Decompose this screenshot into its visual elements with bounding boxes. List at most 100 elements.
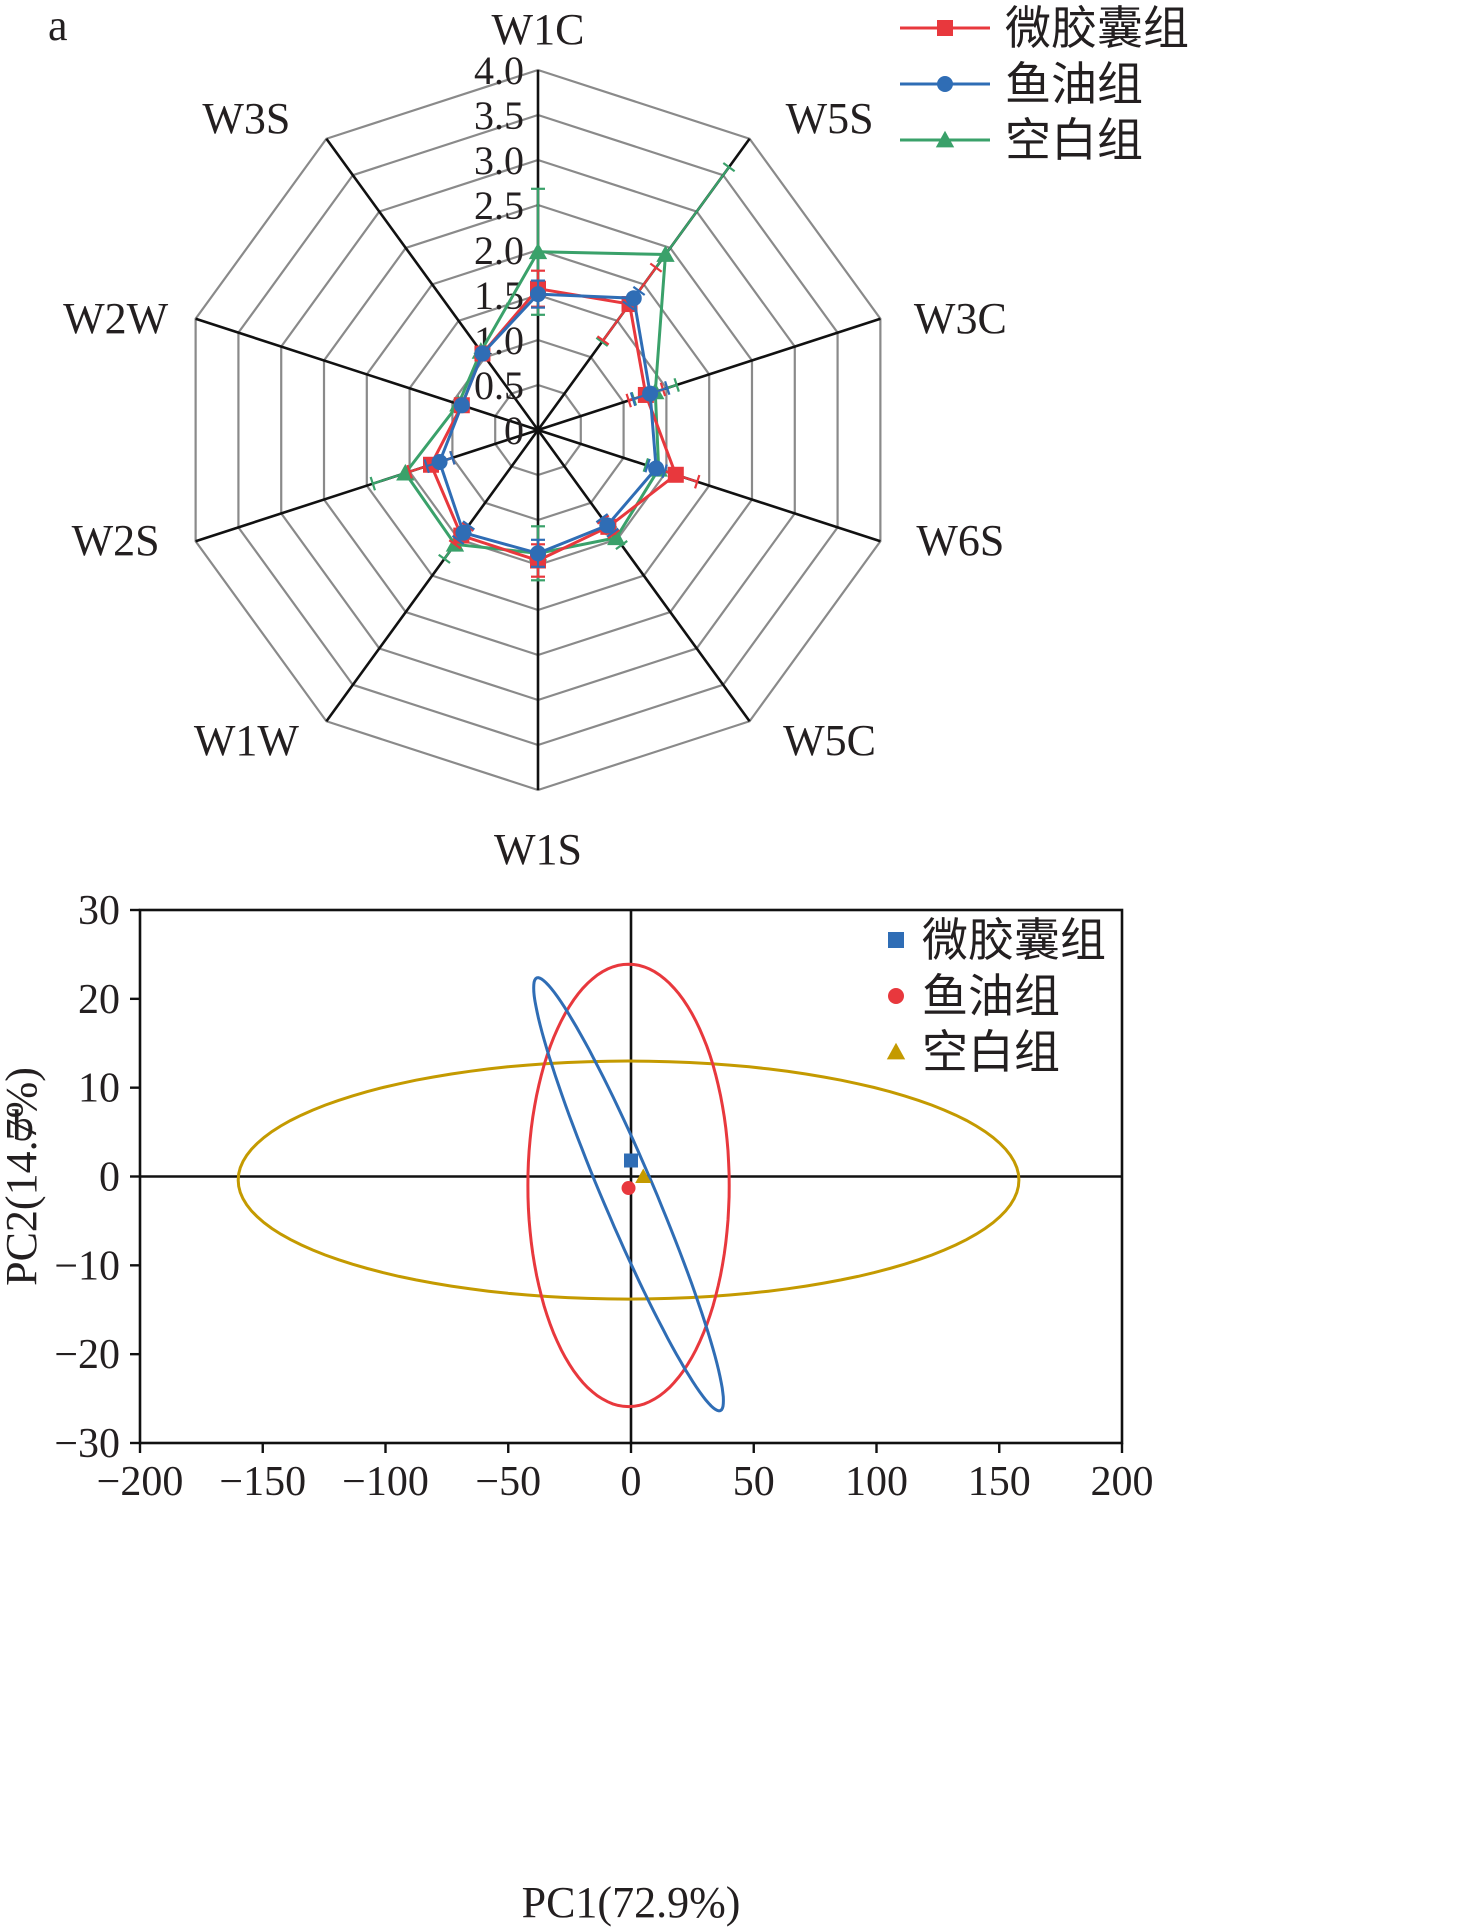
panel-a-label: a <box>48 1 68 50</box>
radar-tick-label: 3.5 <box>474 93 524 138</box>
radar-error-cap <box>644 458 651 473</box>
pca-y-tick-label: 10 <box>78 1066 120 1112</box>
radar-tick-label: 0 <box>504 408 524 453</box>
radar-error-cap <box>622 300 635 311</box>
pca-y-tick-label: −20 <box>54 1332 120 1378</box>
radar-error-cap <box>449 450 456 465</box>
radar-legend-label: 微胶囊组 <box>1005 1 1189 55</box>
radar-legend-label: 空白组 <box>1005 113 1143 167</box>
pca-x-tick-label: 50 <box>733 1459 775 1505</box>
pca-legend-marker <box>886 1042 906 1060</box>
radar-axis-label: W5S <box>786 94 874 143</box>
radar-axis-label: W1C <box>492 5 585 54</box>
radar-error-cap <box>596 335 610 346</box>
radar-point <box>648 460 665 477</box>
radar-error-cap <box>423 459 430 474</box>
radar-axis-label: W2S <box>72 516 160 565</box>
radar-axis-label: W2W <box>63 294 169 343</box>
radar-series <box>369 162 736 582</box>
pca-ellipse <box>526 962 731 1409</box>
radar-error-cap <box>462 520 476 531</box>
radar-tick-label: 0.5 <box>474 363 524 408</box>
radar-point <box>474 345 491 362</box>
radar-error-cap <box>722 162 736 173</box>
radar-error-cap <box>369 476 377 491</box>
radar-error-cap <box>632 285 646 296</box>
radar-point <box>642 385 659 402</box>
radar-legend-marker <box>935 130 955 148</box>
radar-legend-label: 鱼油组 <box>1005 57 1143 111</box>
pca-x-tick-label: −200 <box>97 1459 184 1505</box>
radar-error-cap <box>451 534 465 545</box>
pca-x-tick-label: 0 <box>621 1459 642 1505</box>
radar-point <box>656 245 675 262</box>
radar-error-cap <box>642 458 650 473</box>
pca-legend-marker <box>888 988 904 1004</box>
radar-error-cap <box>673 377 680 392</box>
radar-axis-label: W6S <box>916 516 1004 565</box>
radar-error-cap <box>438 553 451 564</box>
radar-spoke <box>536 429 751 723</box>
pca-point <box>624 1153 638 1168</box>
radar-error-cap <box>664 381 671 396</box>
pca-ellipse <box>236 1059 1021 1301</box>
radar-tick-label: 1.5 <box>474 273 524 318</box>
radar-error-cap <box>661 464 668 479</box>
radar-tick-label: 2.5 <box>474 183 524 228</box>
radar-spoke <box>195 317 539 432</box>
radar-point <box>455 524 472 541</box>
radar-point <box>530 286 546 303</box>
radar-error-cap <box>606 527 619 538</box>
pca-x-tick-label: −150 <box>219 1459 306 1505</box>
radar-spoke <box>325 429 540 723</box>
radar-error-cap <box>693 474 701 489</box>
radar-axis-label: W3S <box>202 94 290 143</box>
radar-axis-label: W1W <box>194 716 300 765</box>
radar-error-cap <box>629 392 637 407</box>
radar-point <box>528 242 548 260</box>
pca-y-axis-title: PC2(14.7%) <box>0 1067 46 1286</box>
radar-point <box>667 466 684 483</box>
pca-ellipse <box>532 976 725 1413</box>
radar-error-cap <box>595 336 609 347</box>
pca-y-tick-label: 30 <box>78 888 120 934</box>
radar-spoke <box>195 428 539 543</box>
radar-legend-marker <box>937 76 953 92</box>
radar-point <box>599 517 616 534</box>
radar-legend-marker <box>937 20 953 36</box>
radar-error-cap <box>595 513 609 524</box>
radar-point <box>607 528 626 546</box>
radar-tick-labels: 00.51.01.52.02.53.03.54.0 <box>474 48 524 453</box>
radar-axis-label: W3C <box>914 294 1007 343</box>
radar-spoke <box>325 137 540 431</box>
pca-y-tick-label: 0 <box>99 1155 120 1201</box>
radar-tick-label: 2.0 <box>474 228 524 273</box>
radar-chart: 00.51.01.52.02.53.03.54.0W1CW5SW3CW6SW5C… <box>63 5 1007 874</box>
radar-error-cap <box>448 539 462 550</box>
radar-tick-label: 3.0 <box>474 138 524 183</box>
pca-y-tick-labels: 30 20 10 0 −10 −20 −30 <box>54 888 120 1467</box>
radar-spoke <box>537 428 881 543</box>
radar-point <box>396 463 415 481</box>
pca-y-tick-label: −30 <box>54 1421 120 1467</box>
pca-legend-label: 微胶囊组 <box>922 913 1106 967</box>
pca-x-tick-label: 200 <box>1091 1459 1154 1505</box>
pca-y-tick-label: 20 <box>78 977 120 1023</box>
panel-b-label: b <box>12 1101 34 1150</box>
radar-tick-label: 4.0 <box>474 48 524 93</box>
pca-x-tick-label: 150 <box>968 1459 1031 1505</box>
radar-series <box>423 279 671 568</box>
radar-point <box>431 453 448 470</box>
pca-y-tick-label: −10 <box>54 1243 120 1289</box>
radar-error-cap <box>625 393 632 408</box>
radar-point <box>453 397 470 414</box>
radar-point <box>530 545 546 562</box>
pca-legend-marker <box>888 932 904 948</box>
pca-legend-label: 鱼油组 <box>922 969 1060 1023</box>
radar-error-cap <box>406 464 413 479</box>
